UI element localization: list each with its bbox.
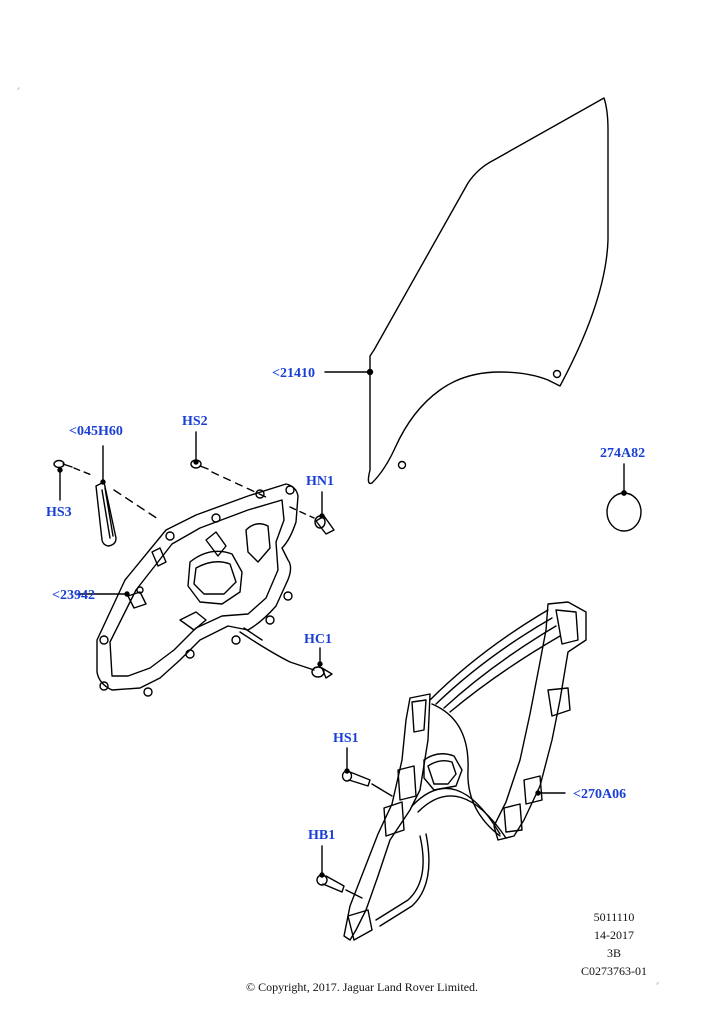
callout-21410[interactable]: <21410 [272,366,315,381]
nut-hn1 [289,491,335,535]
meta-variant: 3B [606,946,621,960]
meta-code: 5011110 [593,910,635,924]
callout-23942[interactable]: <23942 [52,588,95,603]
screw-hs2 [190,431,269,499]
screw-hs3 [53,459,95,501]
door-glass [367,97,609,485]
callout-270a06[interactable]: <270A06 [573,787,627,802]
grommet-274a82 [606,463,642,532]
callout-hn1[interactable]: HN1 [306,474,334,489]
callout-hs3[interactable]: HS3 [46,505,72,520]
meta-date: 14-2017 [594,928,634,942]
callout-hs1[interactable]: HS1 [333,731,359,746]
copyright-notice: © Copyright, 2017. Jaguar Land Rover Lim… [245,980,479,994]
callout-274a82[interactable]: 274A82 [600,446,646,461]
carrier-23942 [77,483,299,697]
callout-045h60[interactable]: <045H60 [69,424,123,439]
meta-illustration-id: C0273763-01 [581,964,647,978]
regulator-270a06 [343,601,587,941]
callout-hs2[interactable]: HS2 [182,414,208,429]
bolt-hb1 [316,845,363,899]
callout-hb1[interactable]: HB1 [308,828,336,843]
callout-hc1[interactable]: HC1 [304,632,332,647]
screw-hs1 [341,747,393,797]
channel-045h60 [95,445,159,547]
clip-hc1 [239,627,333,679]
